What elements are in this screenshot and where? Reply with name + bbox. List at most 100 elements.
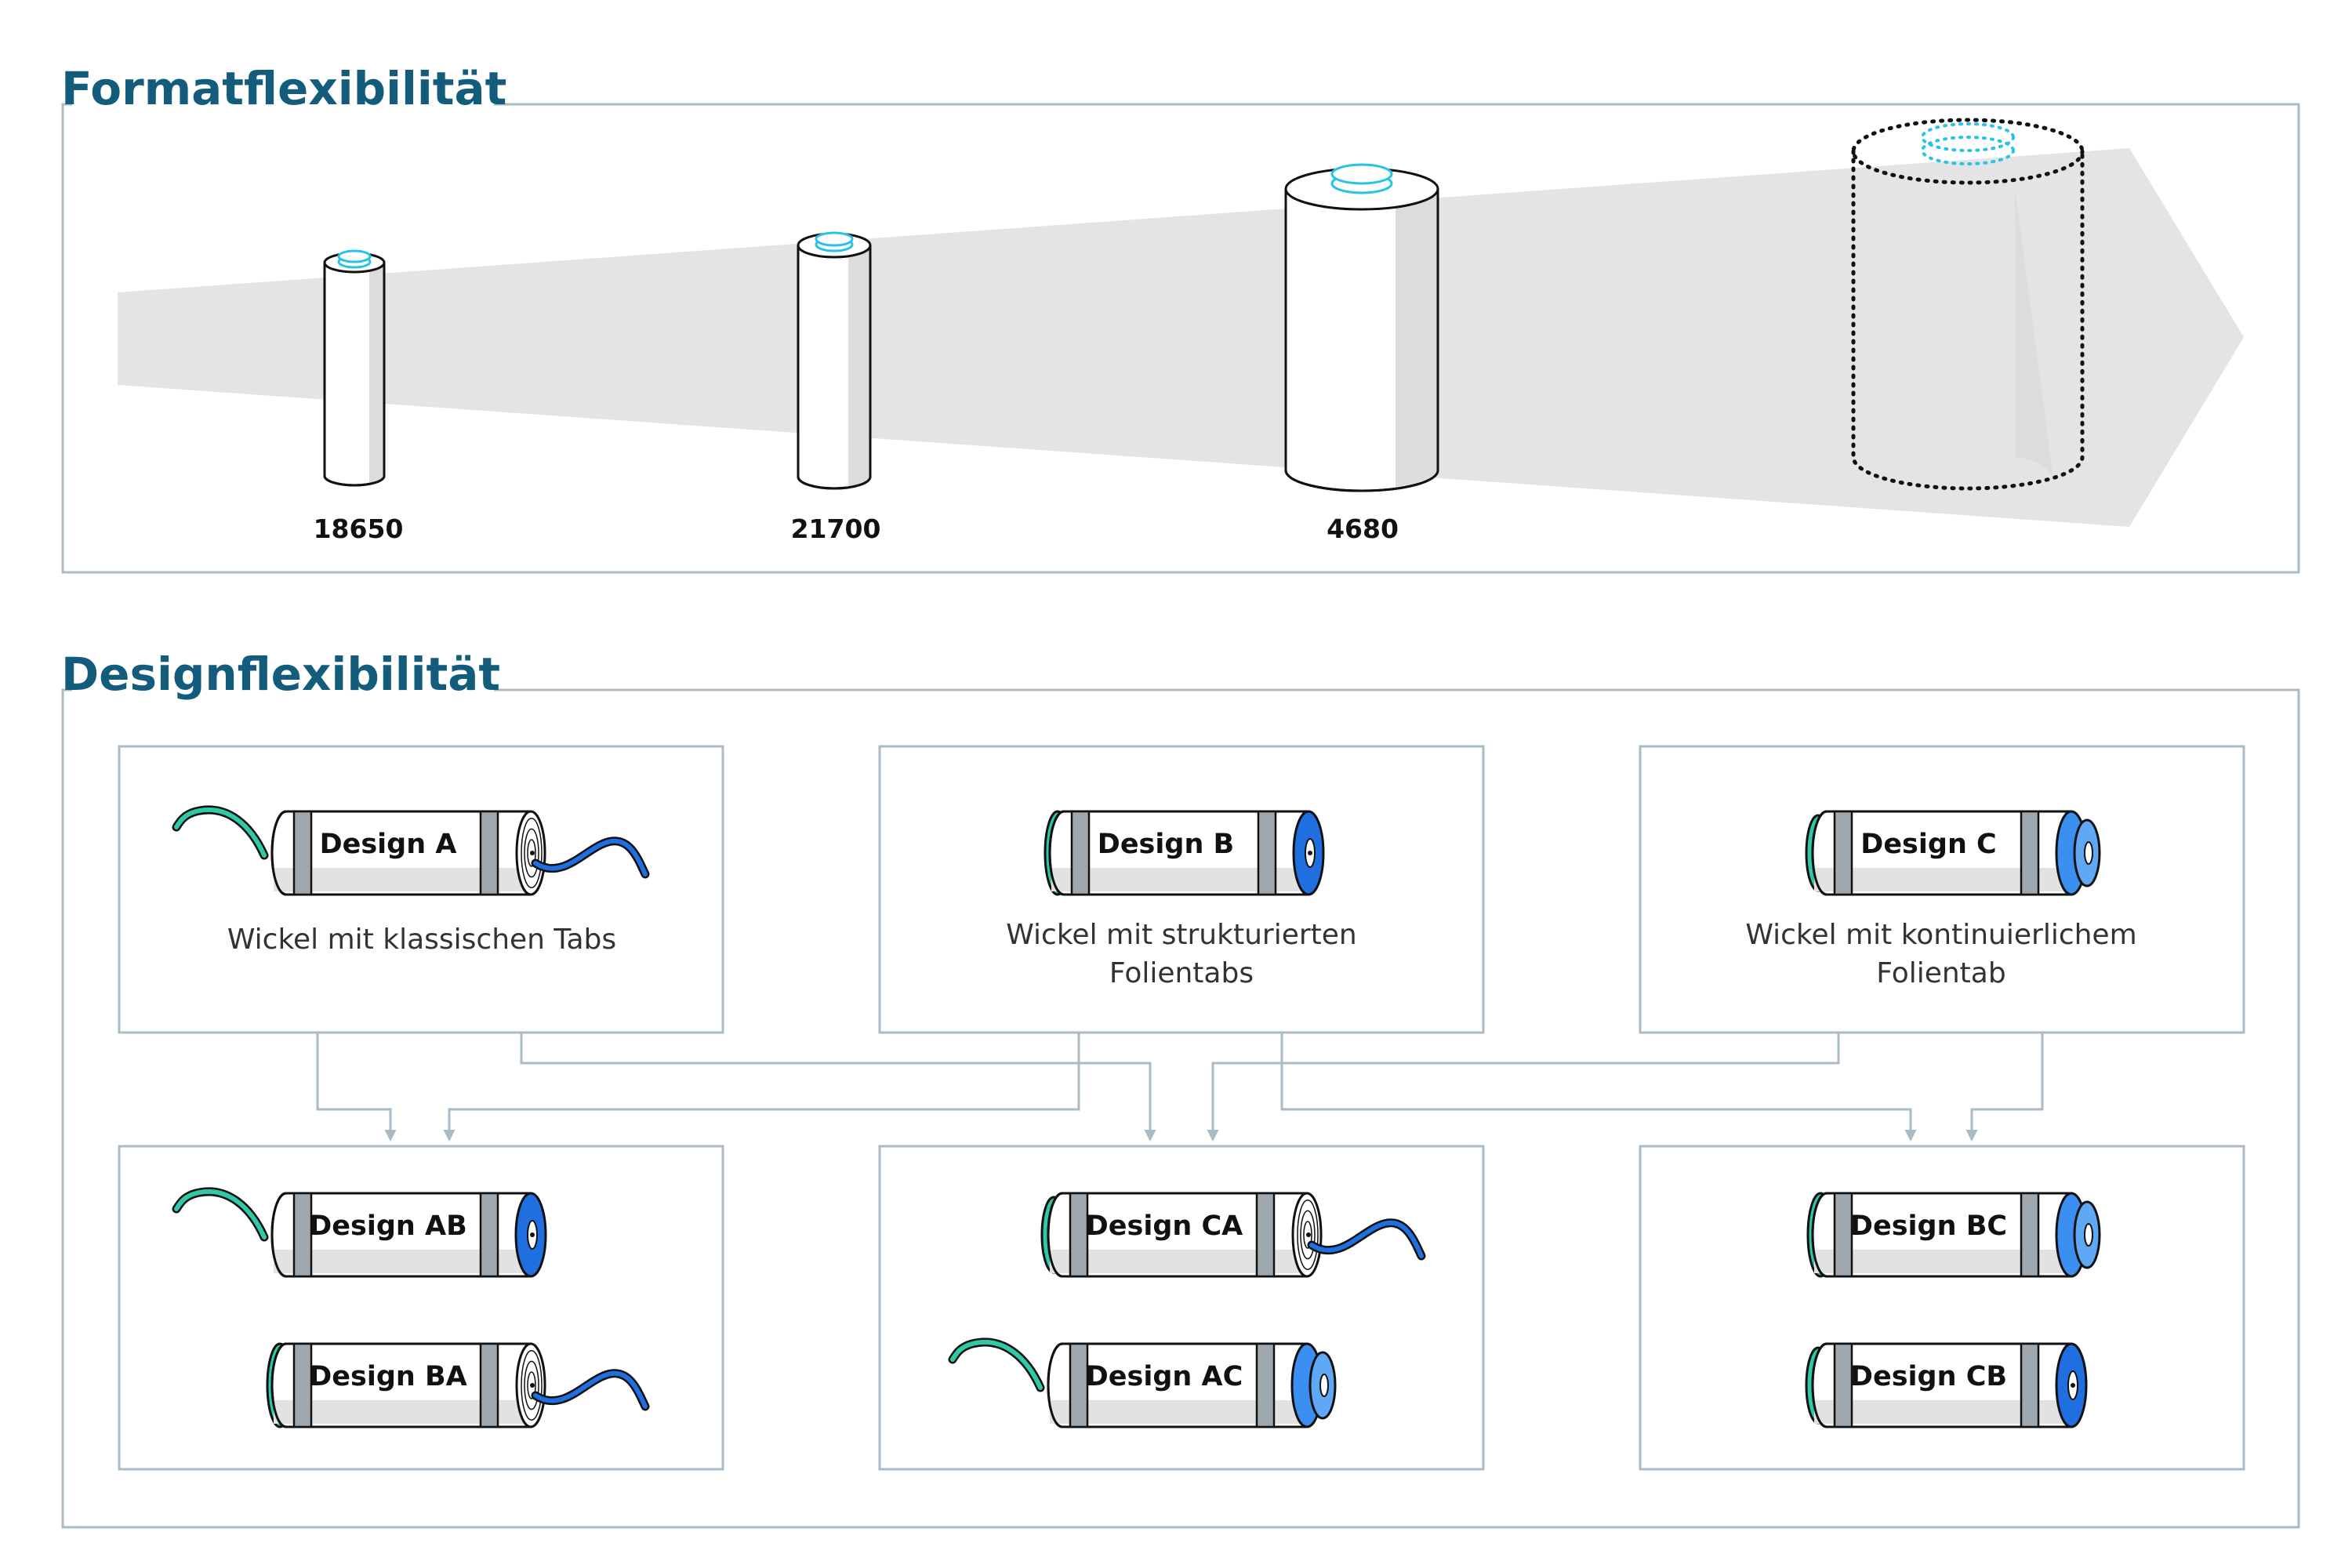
left-band xyxy=(1833,1342,1853,1428)
core-dot xyxy=(530,851,535,855)
caption-design-c-line2: Folientab xyxy=(1876,957,2005,989)
right-band xyxy=(479,810,499,896)
caption-design-a: Wickel mit klassischen Tabs xyxy=(227,924,616,956)
cell-4680: 4680 xyxy=(1284,163,1439,544)
caption-design-b-line1: Wickel mit strukturierten xyxy=(1006,919,1357,951)
right-band xyxy=(2020,1192,2040,1278)
battery-design-ca: Design CA xyxy=(1040,1192,1426,1278)
core-ring xyxy=(2084,841,2093,865)
winding-ring xyxy=(524,1360,539,1410)
winding-ring xyxy=(1303,1221,1312,1249)
right-band xyxy=(1257,810,1277,896)
core-dot xyxy=(530,1383,535,1388)
cell-graphic xyxy=(1805,1342,2088,1428)
cell-graphic xyxy=(1806,1192,2101,1278)
body-outline xyxy=(270,1192,532,1278)
battery-design-ba: Design BA xyxy=(266,1342,650,1428)
right-band xyxy=(2020,1342,2040,1428)
left-tab-wire xyxy=(174,808,267,858)
right-band xyxy=(1255,1192,1276,1278)
core-dot xyxy=(2071,1383,2075,1388)
winding-ring xyxy=(1300,1210,1316,1260)
cell-graphic xyxy=(1044,810,1325,896)
caption-design-c-line1: Wickel mit kontinuierlichem xyxy=(1745,919,2136,951)
design-section-title: Designflexibilität xyxy=(61,648,500,701)
left-tab-wire xyxy=(950,1340,1043,1390)
format-section: Formatflexibilität 18650 21700 xyxy=(61,62,2300,574)
body-outline xyxy=(1811,1192,2073,1278)
body-outline xyxy=(1811,1342,2073,1428)
cell-label: 4680 xyxy=(1327,514,1399,544)
winding-ring xyxy=(527,839,536,867)
design-label: Design BC xyxy=(1850,1210,2007,1242)
battery-design-ac: Design AC xyxy=(948,1338,1337,1428)
battery-design-ab: Design AB xyxy=(172,1187,547,1278)
left-band xyxy=(292,1192,313,1278)
left-band xyxy=(292,810,313,896)
cell-graphic xyxy=(1040,1192,1426,1278)
battery-design-b: Design B xyxy=(1044,810,1325,896)
left-band xyxy=(1833,810,1853,896)
body-outline xyxy=(270,1342,532,1428)
cell-18650: 18650 xyxy=(314,249,404,544)
design-connectors xyxy=(316,1033,2044,1142)
winding-ring xyxy=(1297,1200,1319,1270)
right-tab-wire xyxy=(533,838,648,877)
design-label: Design AB xyxy=(309,1210,467,1242)
right-band xyxy=(479,1342,499,1428)
format-section-title: Formatflexibilität xyxy=(61,62,506,115)
cell-21700: 21700 xyxy=(791,231,881,544)
caption-design-b-line2: Folientabs xyxy=(1109,957,1254,989)
winding-ring xyxy=(521,1350,543,1421)
cell-graphic xyxy=(948,1338,1337,1428)
right-tab-wire xyxy=(1309,1220,1424,1258)
cell-label: 21700 xyxy=(791,514,881,544)
body-outline xyxy=(1047,1342,1308,1428)
battery-design-c: Design C xyxy=(1805,810,2101,896)
body-outline xyxy=(270,810,532,896)
left-band xyxy=(292,1342,313,1428)
panel-design-ca-ac xyxy=(878,1145,1485,1471)
right-band xyxy=(2020,810,2040,896)
cell-label: 18650 xyxy=(314,514,404,544)
cell-graphic xyxy=(266,1342,650,1428)
cell-future-format xyxy=(1851,118,2085,491)
left-band xyxy=(1833,1192,1853,1278)
body-outline xyxy=(1047,1192,1308,1278)
format-frame xyxy=(61,103,2300,574)
design-frame xyxy=(61,688,2300,1529)
design-label: Design CA xyxy=(1086,1210,1243,1242)
winding-ring xyxy=(524,828,539,878)
panel-design-b xyxy=(878,745,1485,1034)
design-label: Design AC xyxy=(1086,1361,1243,1392)
right-tab-wire xyxy=(533,1370,648,1409)
design-label: Design A xyxy=(320,829,457,860)
design-section: Designflexibilität Design A Wickel mit k… xyxy=(61,648,2300,1529)
cell-graphic xyxy=(1805,810,2101,896)
core-dot xyxy=(1308,851,1312,855)
panel-design-a xyxy=(118,745,724,1034)
core-ring xyxy=(2084,1223,2093,1247)
cell-graphic xyxy=(172,1187,547,1278)
right-band xyxy=(479,1192,499,1278)
winding-ring xyxy=(527,1371,536,1399)
core-dot xyxy=(530,1232,535,1237)
cell-graphic xyxy=(172,805,650,896)
design-label: Design CB xyxy=(1850,1361,2007,1392)
left-band xyxy=(1069,1342,1089,1428)
design-label: Design C xyxy=(1860,829,1996,860)
left-band xyxy=(1069,1192,1089,1278)
size-growth-funnel xyxy=(118,148,2244,527)
battery-design-bc: Design BC xyxy=(1806,1192,2101,1278)
design-label: Design BA xyxy=(309,1361,467,1392)
winding-ring xyxy=(521,818,543,888)
right-band xyxy=(1255,1342,1276,1428)
core-ring xyxy=(1319,1374,1329,1397)
panel-design-ab-ba xyxy=(118,1145,724,1471)
design-label: Design B xyxy=(1098,829,1234,860)
body-outline xyxy=(1048,810,1310,896)
battery-design-a: Design A xyxy=(172,805,650,896)
body-outline xyxy=(1811,810,2073,896)
panel-design-c xyxy=(1639,745,2245,1034)
